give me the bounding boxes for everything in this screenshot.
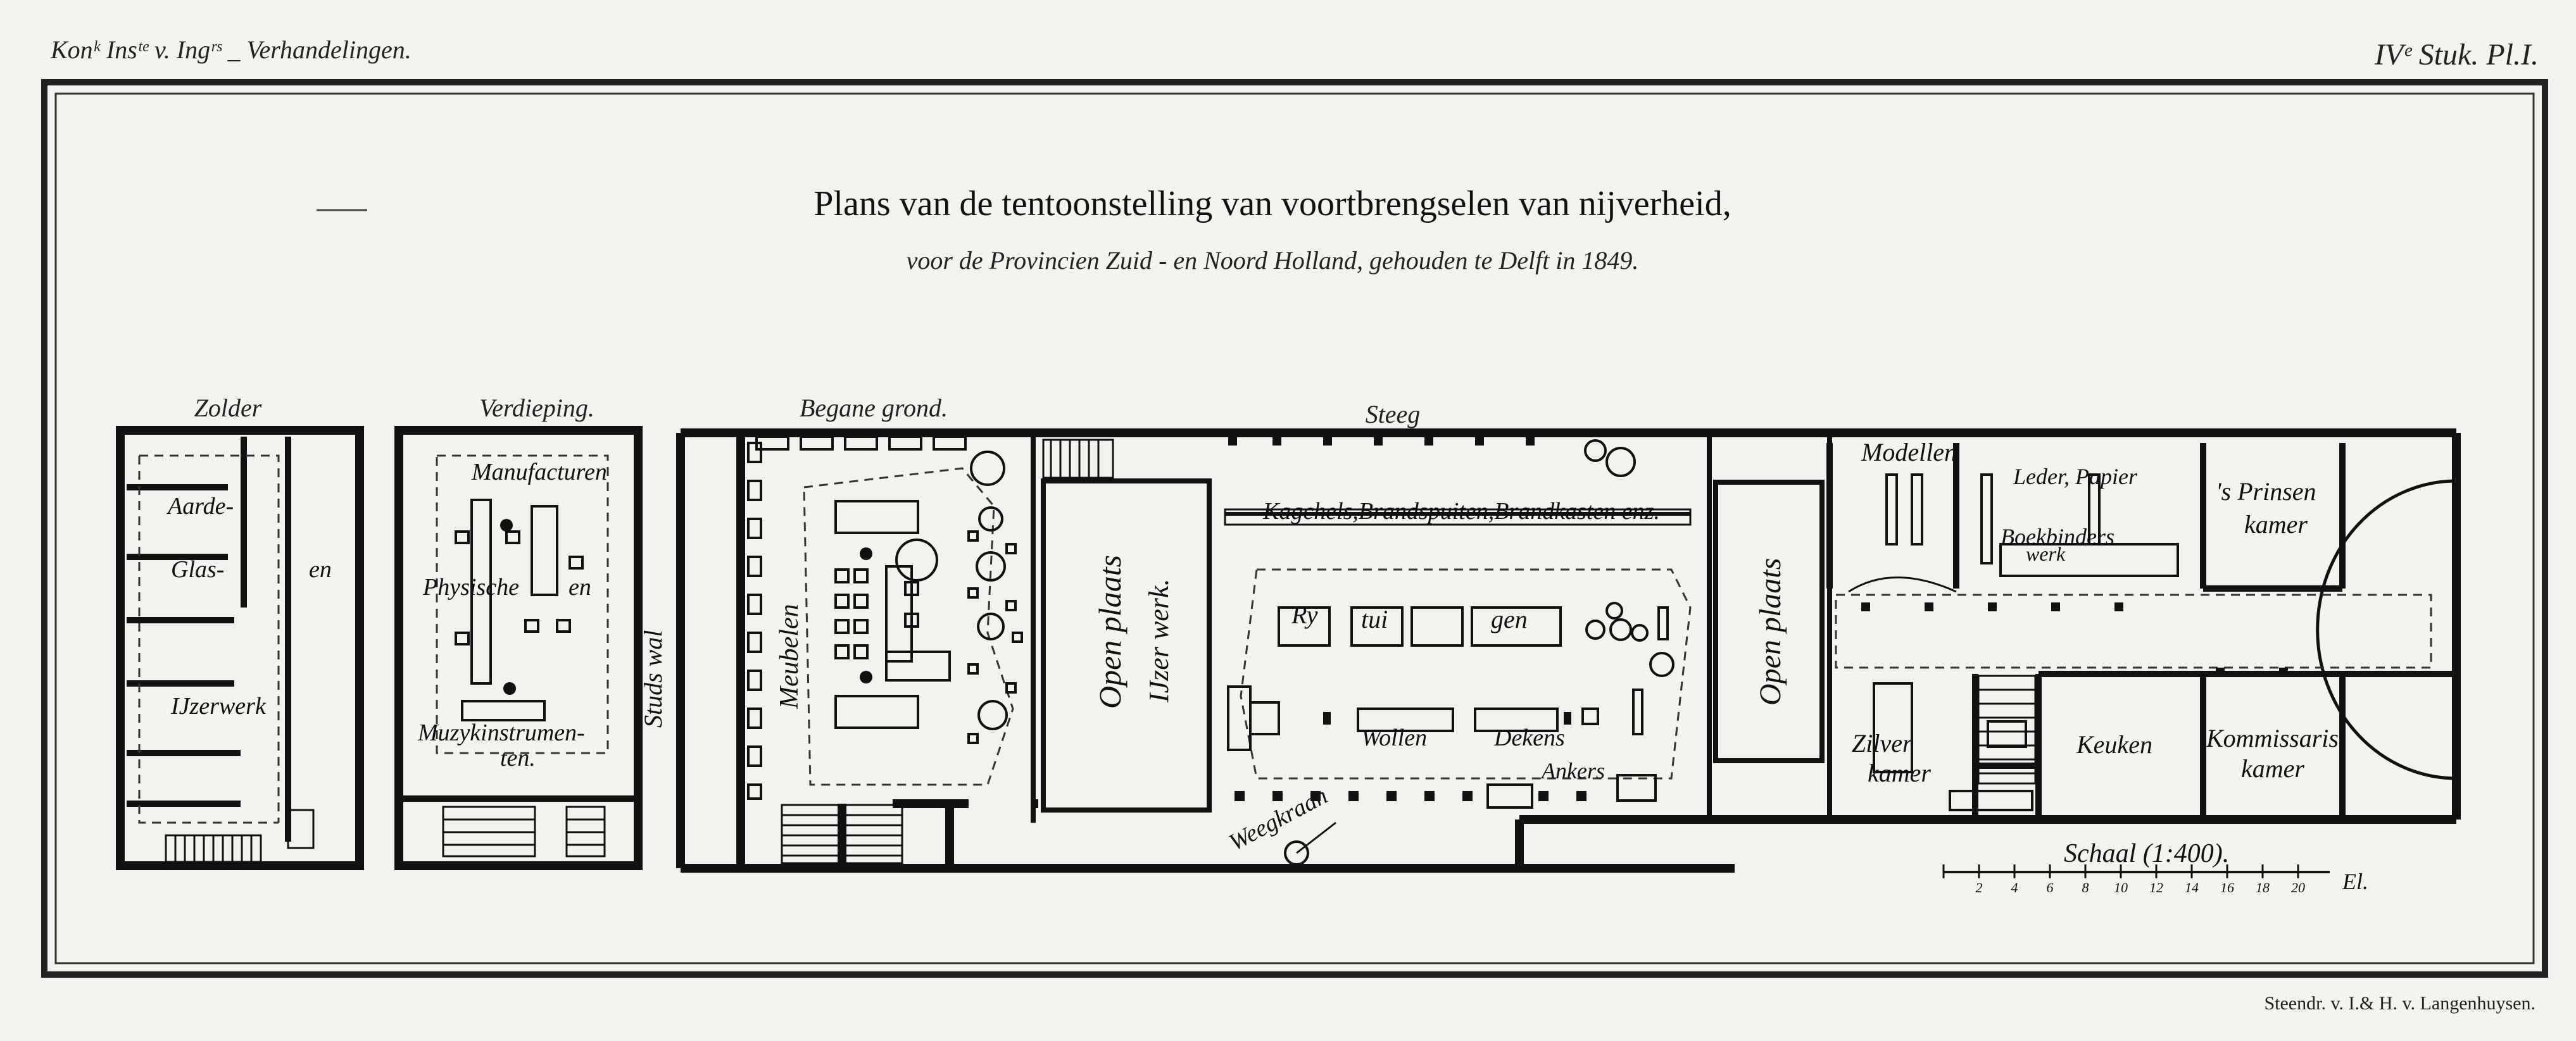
scale-tick-label: 16 [2220,880,2234,895]
verdieping-label-muzyk: Muzykinstrumen- [417,720,585,746]
kagchels-label: Kagchels,Brandspuiten,Brandkasten enz. [1262,498,1660,525]
zolder-label-ijzerwerk: IJzerwerk [170,693,267,720]
scale-tick-label: 10 [2114,880,2128,895]
leder-papier-label: Leder, Papier [2013,464,2138,489]
verdieping-heading: Verdieping. [479,394,594,422]
street-top-label: Steeg [1366,400,1421,428]
page-subtitle: voor de Provincien Zuid - en Noord Holla… [907,246,1639,275]
scale-tick-label: 12 [2149,880,2163,895]
zolder-label-glas: Glas- [171,556,224,583]
zolder-route [138,454,280,824]
verdieping-walls [394,426,643,870]
header-right: IVᵉ Stuk. Pl.I. [2374,38,2539,72]
scale-tick-label: 6 [2047,880,2054,895]
prinsen-label: 's Prinsen [2216,477,2316,506]
open-plaats-2-label: Open plaats [1754,558,1787,706]
verdieping-label-en: en [569,574,591,601]
open-plaats-1: Open plaats IJzer werk. [1031,437,1212,823]
verdieping-column-1 [500,519,513,532]
ground-walls [676,428,2461,873]
scale-tick-label: 8 [2082,880,2089,895]
scale-label: Schaal (1:400). [2064,839,2229,868]
plan-verdieping: Verdieping. Manufacturen Physische en Mu… [394,394,643,870]
verdieping-label-physische: Physische [422,574,519,601]
plan-zolder: Zolder Aarde- Glas- en IJzerwerk [116,394,364,870]
wollen-label: Wollen [1361,725,1427,751]
begane-grond-heading: Begane grond. [800,394,948,422]
scale-tick-label: 20 [2291,880,2305,895]
rytuigen-label-ry: Ry [1291,601,1318,629]
zolder-heading: Zolder [194,394,262,422]
verdieping-route [436,454,609,754]
kommissaris-label: Kommissaris [2206,724,2339,752]
scale-tick-label: 4 [2011,880,2018,895]
verdieping-column-2 [503,682,516,695]
zilver-kamer-label: kamer [1868,759,1931,787]
imprint: Steendr. v. I.& H. v. Langenhuysen. [2264,993,2535,1014]
verdieping-label-manufacturen: Manufacturen [471,459,607,485]
zilver-label: Zilver [1852,729,1913,757]
scale-tick-label: 18 [2256,880,2270,895]
kommissaris-kamer-label: kamer [2241,754,2304,783]
scale-bar: Schaal (1:400). El. 2 4 6 8 10 12 14 16 18 20 [1942,839,2368,895]
scale-tick-label: 2 [1976,880,1983,895]
meubelen-label: Meubelen [775,604,804,709]
ijzer-werk-label: IJzer werk. [1143,579,1174,704]
zolder-walls [116,426,364,870]
boekbinders-werk-label: werk [2026,542,2066,565]
open-plaats-1-label: Open plaats [1092,555,1128,709]
prinsen-kamer-label: kamer [2244,510,2308,539]
boekbinders-label: Boekbinders [2001,524,2114,549]
scale-tick-label: 14 [2185,880,2199,895]
zolder-label-en: en [309,556,332,583]
zolder-label-aarde: Aarde- [166,493,234,520]
rytuigen-label-gen: gen [1491,605,1528,633]
keuken-label: Keuken [2076,730,2152,759]
page-title: Plans van de tentoonstelling van voortbr… [814,184,1731,223]
zolder-shelves [127,437,247,807]
meubelen-hall: Meubelen [747,435,1023,864]
inner-border [54,92,2535,964]
verdieping-label-ten: ten. [500,745,536,771]
street-left-label: Studs wal [639,630,667,728]
verdieping-stairs [442,806,606,857]
zolder-stairs [165,809,315,863]
modellen-label: Modellen [1861,438,1957,466]
outer-border [41,79,2548,978]
verdieping-tables [455,499,584,721]
scale-unit: El. [2342,869,2368,894]
rytuigen-label-tui: tui [1361,605,1388,633]
dekens-label: Dekens [1493,725,1565,751]
ankers-label: Ankers [1540,758,1605,783]
right-wing: Modellen Leder, Papier Boekbinders werk … [1826,438,2457,816]
header-left: Konᵏ Insᵗᵉ v. Ingʳˢ _ Verhandelingen. [50,35,412,64]
